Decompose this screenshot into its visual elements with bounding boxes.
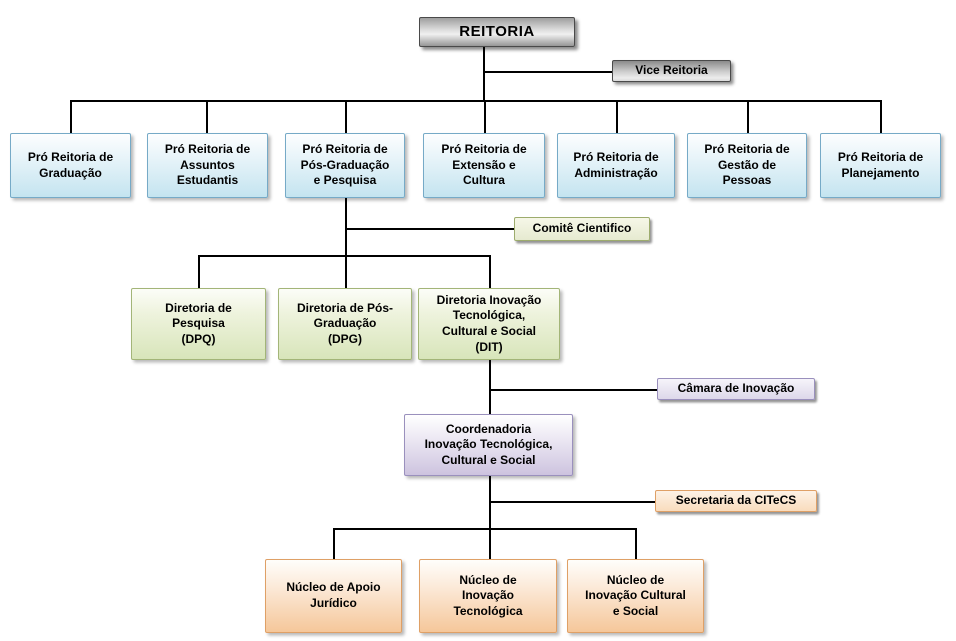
org-box-comite-cientifico: Comitê Cientifico	[514, 217, 650, 241]
connector-level4-bus	[333, 528, 636, 530]
org-box-pro-reitoria-administracao: Pró Reitoria de Administração	[557, 133, 675, 198]
connector-level2-bus	[70, 100, 881, 102]
org-box-diretoria-pesquisa-dpq: Diretoria de Pesquisa (DPQ)	[131, 288, 266, 360]
org-box-diretoria-pos-graduacao-dpg: Diretoria de Pós- Graduação (DPG)	[278, 288, 412, 360]
org-box-nucleo-inovacao-tecnologica: Núcleo de Inovação Tecnológica	[419, 559, 557, 633]
connector-drop	[880, 100, 882, 133]
org-box-pro-reitoria-pos-graduacao-pesquisa: Pró Reitoria de Pós-Graduação e Pesquisa	[285, 133, 405, 198]
connector-level3-bus	[198, 255, 490, 257]
connector-vice-branch	[483, 71, 612, 73]
connector-drop	[635, 528, 637, 559]
connector-drop	[345, 100, 347, 133]
connector-drop	[616, 100, 618, 133]
org-box-pro-reitoria-graduacao: Pró Reitoria de Graduação	[10, 133, 131, 198]
org-box-nucleo-apoio-juridico: Núcleo de Apoio Jurídico	[265, 559, 402, 633]
org-box-diretoria-inovacao-dit: Diretoria Inovação Tecnológica, Cultural…	[418, 288, 560, 360]
connector-drop	[206, 100, 208, 133]
org-box-camara-de-inovacao: Câmara de Inovação	[657, 378, 815, 400]
org-box-pro-reitoria-extensao-cultura: Pró Reitoria de Extensão e Cultura	[423, 133, 545, 198]
org-box-secretaria-da-citecs: Secretaria da CITeCS	[655, 490, 817, 512]
connector-posgrad-down	[345, 198, 347, 255]
connector-drop	[489, 255, 491, 288]
org-box-nucleo-inovacao-cultural-social: Núcleo de Inovação Cultural e Social	[567, 559, 704, 633]
connector-camara-branch	[489, 389, 657, 391]
org-box-coordenadoria-citecs: Coordenadoria Inovação Tecnológica, Cult…	[404, 414, 573, 476]
connector-coord-down	[489, 476, 491, 559]
org-box-vice-reitoria: Vice Reitoria	[612, 60, 731, 82]
connector-drop	[333, 528, 335, 559]
connector-drop	[484, 100, 486, 133]
org-box-reitoria: REITORIA	[419, 17, 575, 47]
org-box-pro-reitoria-planejamento: Pró Reitoria de Planejamento	[820, 133, 941, 198]
connector-root-down	[483, 47, 485, 100]
org-box-pro-reitoria-gestao-pessoas: Pró Reitoria de Gestão de Pessoas	[687, 133, 807, 198]
connector-drop	[198, 255, 200, 288]
connector-drop	[345, 255, 347, 288]
connector-dit-down	[489, 360, 491, 414]
connector-drop	[70, 100, 72, 133]
connector-comite-branch	[345, 228, 514, 230]
connector-secretaria-branch	[489, 501, 655, 503]
connector-drop	[747, 100, 749, 133]
org-box-pro-reitoria-assuntos-estudantis: Pró Reitoria de Assuntos Estudantis	[147, 133, 268, 198]
